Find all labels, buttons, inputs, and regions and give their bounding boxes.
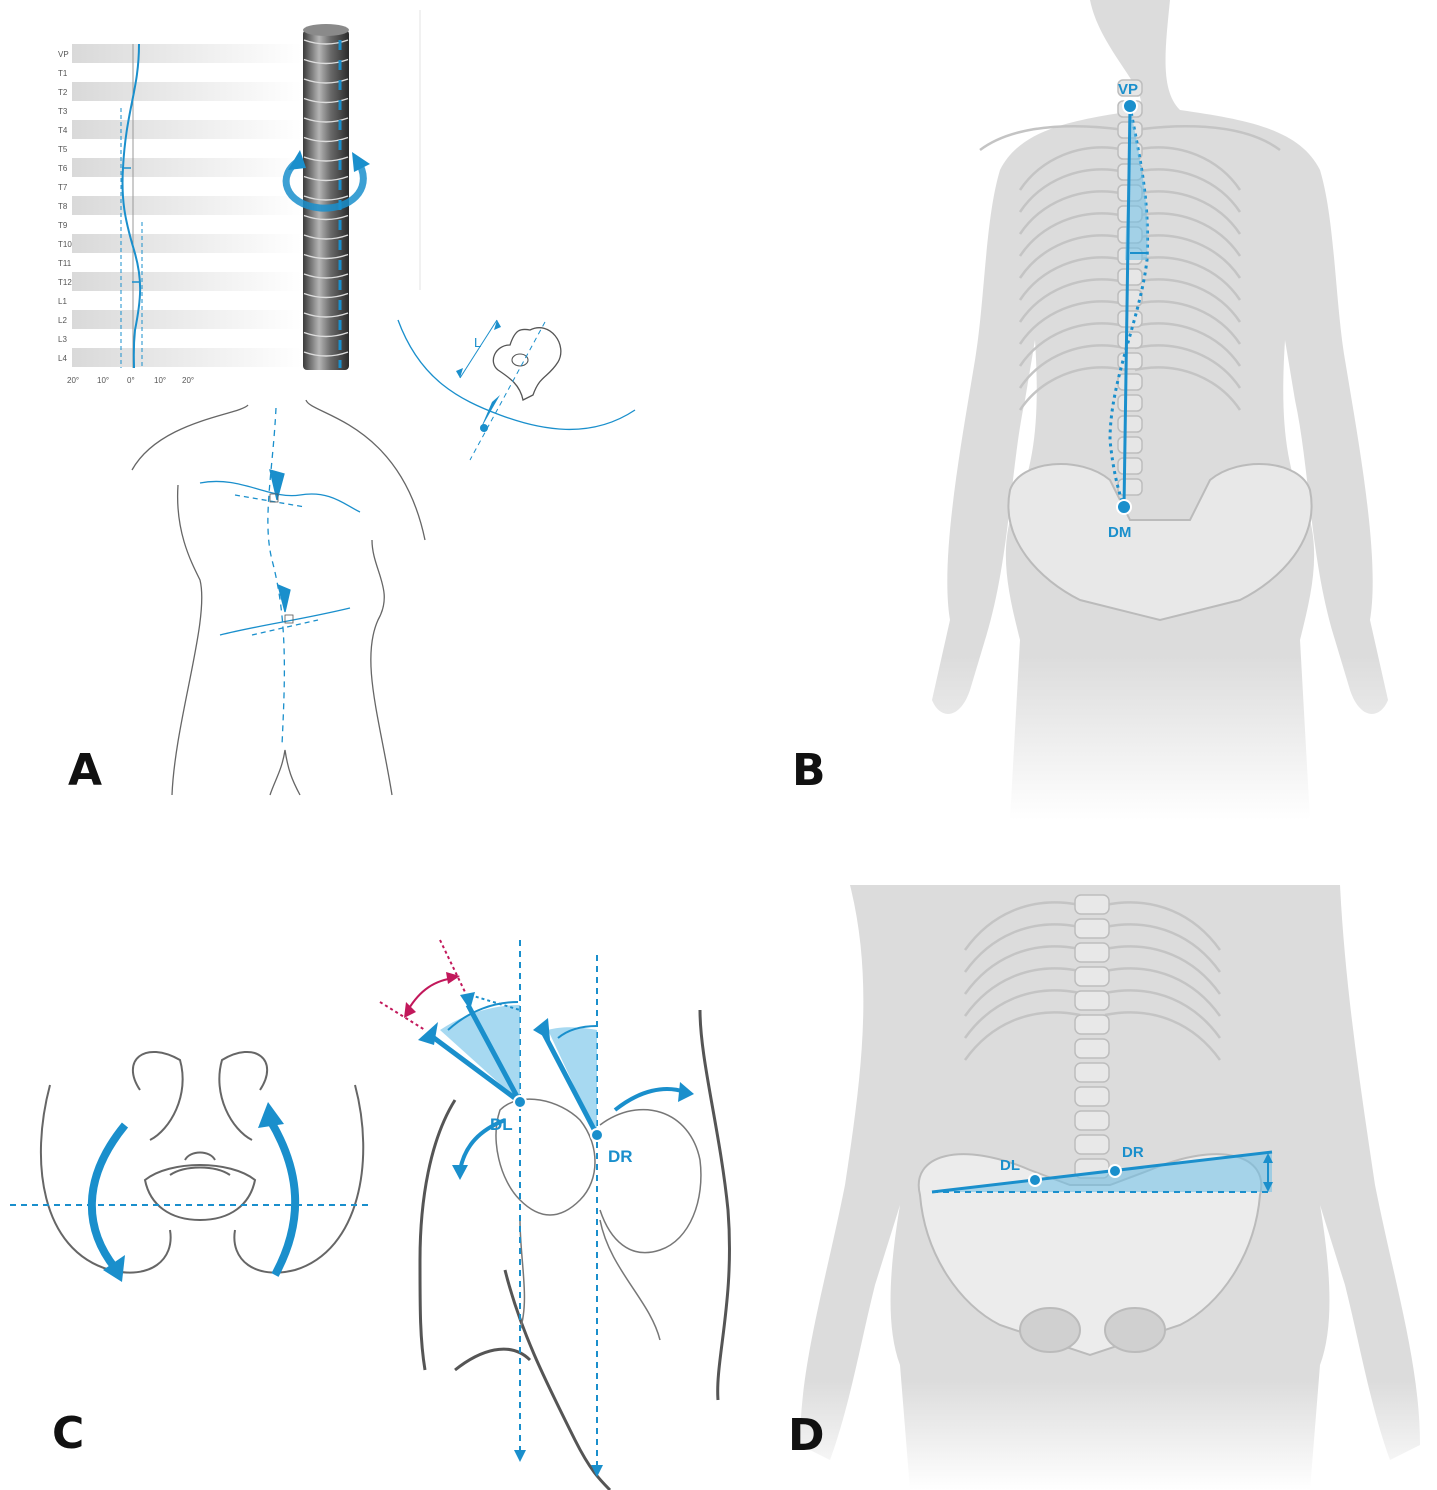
panel-b: VP DM B: [720, 0, 1437, 820]
vertebra: [1075, 1015, 1109, 1034]
axis-tick-label: 10°: [154, 376, 166, 385]
axis-tick-label: 0°: [127, 376, 135, 385]
pelvis-rotation-arrows-icon: [92, 1102, 295, 1282]
vp-label: VP: [1118, 81, 1138, 98]
rotation-chart-rows: [72, 44, 302, 367]
vertebra-label: T6: [58, 164, 68, 173]
vertebra: [1118, 395, 1142, 411]
vertebra-label: T10: [58, 240, 72, 249]
axis-tick-label: 20°: [182, 376, 194, 385]
vertebra: [1118, 479, 1142, 495]
dimple-left-point: [514, 1096, 526, 1108]
chart-row: [72, 196, 302, 215]
dl-label-c: DL: [490, 1115, 513, 1134]
vertebra: [1075, 895, 1109, 914]
dl-label-d: DL: [1000, 1157, 1020, 1174]
panel-letter-d: D: [788, 1410, 825, 1461]
vertebra-label: T8: [58, 202, 68, 211]
chart-row: [72, 120, 302, 139]
body-silhouette-back: [932, 0, 1388, 820]
panel-c-drawing: DL DR: [0, 880, 760, 1490]
chart-row: [72, 348, 302, 367]
panel-c: DL DR C: [0, 880, 760, 1490]
dr-label-d: DR: [1122, 1144, 1144, 1161]
spine-line-back: [200, 408, 360, 745]
vertebra: [1118, 290, 1142, 306]
vertebra-label: L1: [58, 297, 67, 306]
vertebra: [1075, 1135, 1109, 1154]
vertebra-label: L4: [58, 354, 67, 363]
vertebra: [1118, 458, 1142, 474]
vertebra: [1118, 416, 1142, 432]
vertebra-label: T3: [58, 107, 68, 116]
dm-label: DM: [1108, 524, 1131, 541]
rotation-axis-ticks: 20° 10° 0° 10° 20°: [67, 376, 194, 385]
back-outline: [132, 400, 425, 795]
vertebra-label: T7: [58, 183, 68, 192]
vertebra-label: T5: [58, 145, 68, 154]
vertebra-label: L2: [58, 316, 67, 325]
chart-row: [72, 44, 302, 63]
panel-letter-b: B: [792, 745, 826, 796]
magenta-angle-indicator: [380, 940, 465, 1030]
chart-row: [72, 158, 302, 177]
vertebra-label: T2: [58, 88, 68, 97]
chart-row: [72, 310, 302, 329]
arrowhead-left-icon: [514, 1450, 526, 1462]
vertebra: [1075, 1087, 1109, 1106]
vertebra: [1075, 919, 1109, 938]
pelvis-top-view: [41, 1052, 363, 1273]
dimple-right-point: [591, 1129, 603, 1141]
right-dimple-tilt-wedge: [533, 1018, 597, 1135]
vertebra-label: T1: [58, 69, 68, 78]
vertebra-cross-section: [398, 320, 635, 460]
vertebra: [1075, 1111, 1109, 1130]
vertebra: [1075, 943, 1109, 962]
chart-row: [72, 272, 302, 291]
panel-letter-a: A: [68, 745, 102, 796]
vertebra-label: T9: [58, 221, 68, 230]
vertebra-label: L3: [58, 335, 67, 344]
chart-row: [72, 82, 302, 101]
length-label: L: [474, 335, 481, 350]
panel-b-drawing: VP DM: [720, 0, 1437, 820]
vertebra: [1118, 437, 1142, 453]
chart-row: [72, 234, 302, 253]
spine-cylinder: [303, 24, 349, 370]
vertebra: [1075, 1039, 1109, 1058]
vertebra-label: T11: [58, 259, 72, 268]
vertebra: [1118, 311, 1142, 327]
vertebra-label: T12: [58, 278, 72, 287]
vertebra-label: T4: [58, 126, 68, 135]
axis-tick-label: 20°: [67, 376, 79, 385]
axis-tick-label: 10°: [97, 376, 109, 385]
vertebra: [1118, 269, 1142, 285]
hip-rotation-arrows-icon: [452, 1082, 694, 1180]
vertebra: [1118, 374, 1142, 390]
left-dimple-tilt-wedge: [418, 992, 520, 1102]
panel-d-drawing: DL DR: [760, 885, 1437, 1490]
vertebra: [1075, 1063, 1109, 1082]
panel-letter-c: C: [52, 1408, 84, 1459]
vertebra: [1075, 991, 1109, 1010]
panel-d: DL DR D: [760, 885, 1437, 1490]
dr-label-c: DR: [608, 1147, 633, 1166]
vertebra-label: VP: [58, 50, 69, 59]
vertebra: [1075, 967, 1109, 986]
